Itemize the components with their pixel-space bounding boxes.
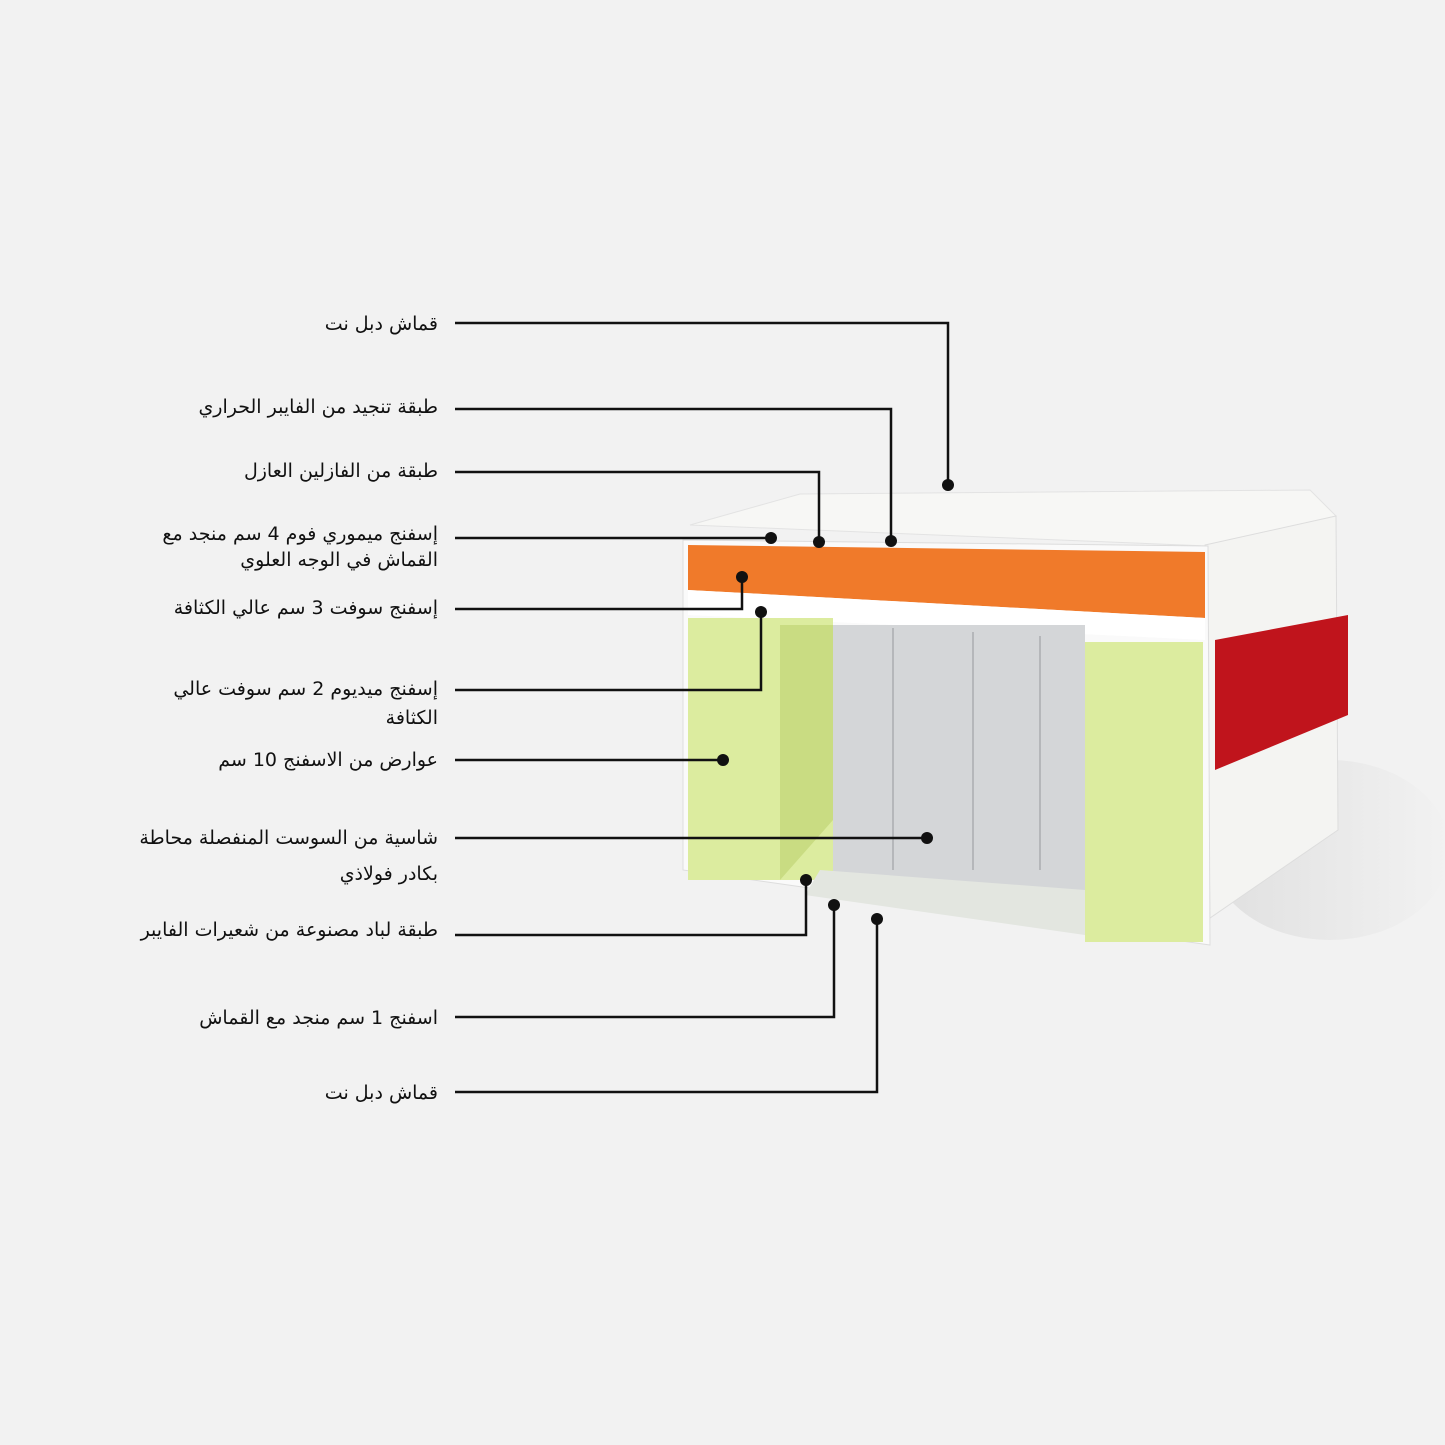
label-fiber-felt-layer: طبقة لباد مصنوعة من شعيرات الفايبر [140, 919, 438, 941]
label-memory-foam-line1: إسفنج ميموري فوم 4 سم منجد مع [162, 523, 438, 545]
pointer-dots [717, 479, 954, 925]
memory-foam-layer [688, 545, 1205, 618]
label-pocket-springs-line1: شاسية من السوست المنفصلة محاطة [139, 827, 438, 849]
red-border-band [1215, 615, 1348, 770]
right-foam-beam [1085, 642, 1203, 942]
pocket-springs [833, 625, 1085, 890]
label-double-net-fabric-top: قماش دبل نت [324, 313, 438, 335]
label-1cm-foam: اسفنج 1 سم منجد مع القماش [199, 1007, 438, 1029]
label-double-net-fabric-bottom: قماش دبل نت [324, 1082, 438, 1104]
label-medium-foam-line2: الكثافة [385, 707, 438, 729]
spring-pockets [892, 628, 1041, 870]
label-medium-foam-line1: إسفنج ميديوم 2 سم سوفت عالي [173, 678, 438, 700]
label-pocket-springs-line2: بكادر فولاذي [339, 863, 438, 885]
label-memory-foam-line2: القماش في الوجه العلوي [240, 549, 438, 571]
label-soft-foam: إسفنج سوفت 3 سم عالي الكثافة [173, 597, 438, 619]
left-beam-inner [780, 625, 833, 880]
mattress-top [689, 489, 1337, 547]
label-thermal-fiber-layer: طبقة تنجيد من الفايبر الحراري [198, 396, 438, 418]
leader-lines [455, 321, 950, 1094]
label-foam-beams: عوارض من الاسفنج 10 سم [218, 749, 438, 771]
felt-layer [805, 870, 1085, 935]
label-insulating-felt-layer: طبقة من الفازلين العازل [243, 460, 438, 482]
